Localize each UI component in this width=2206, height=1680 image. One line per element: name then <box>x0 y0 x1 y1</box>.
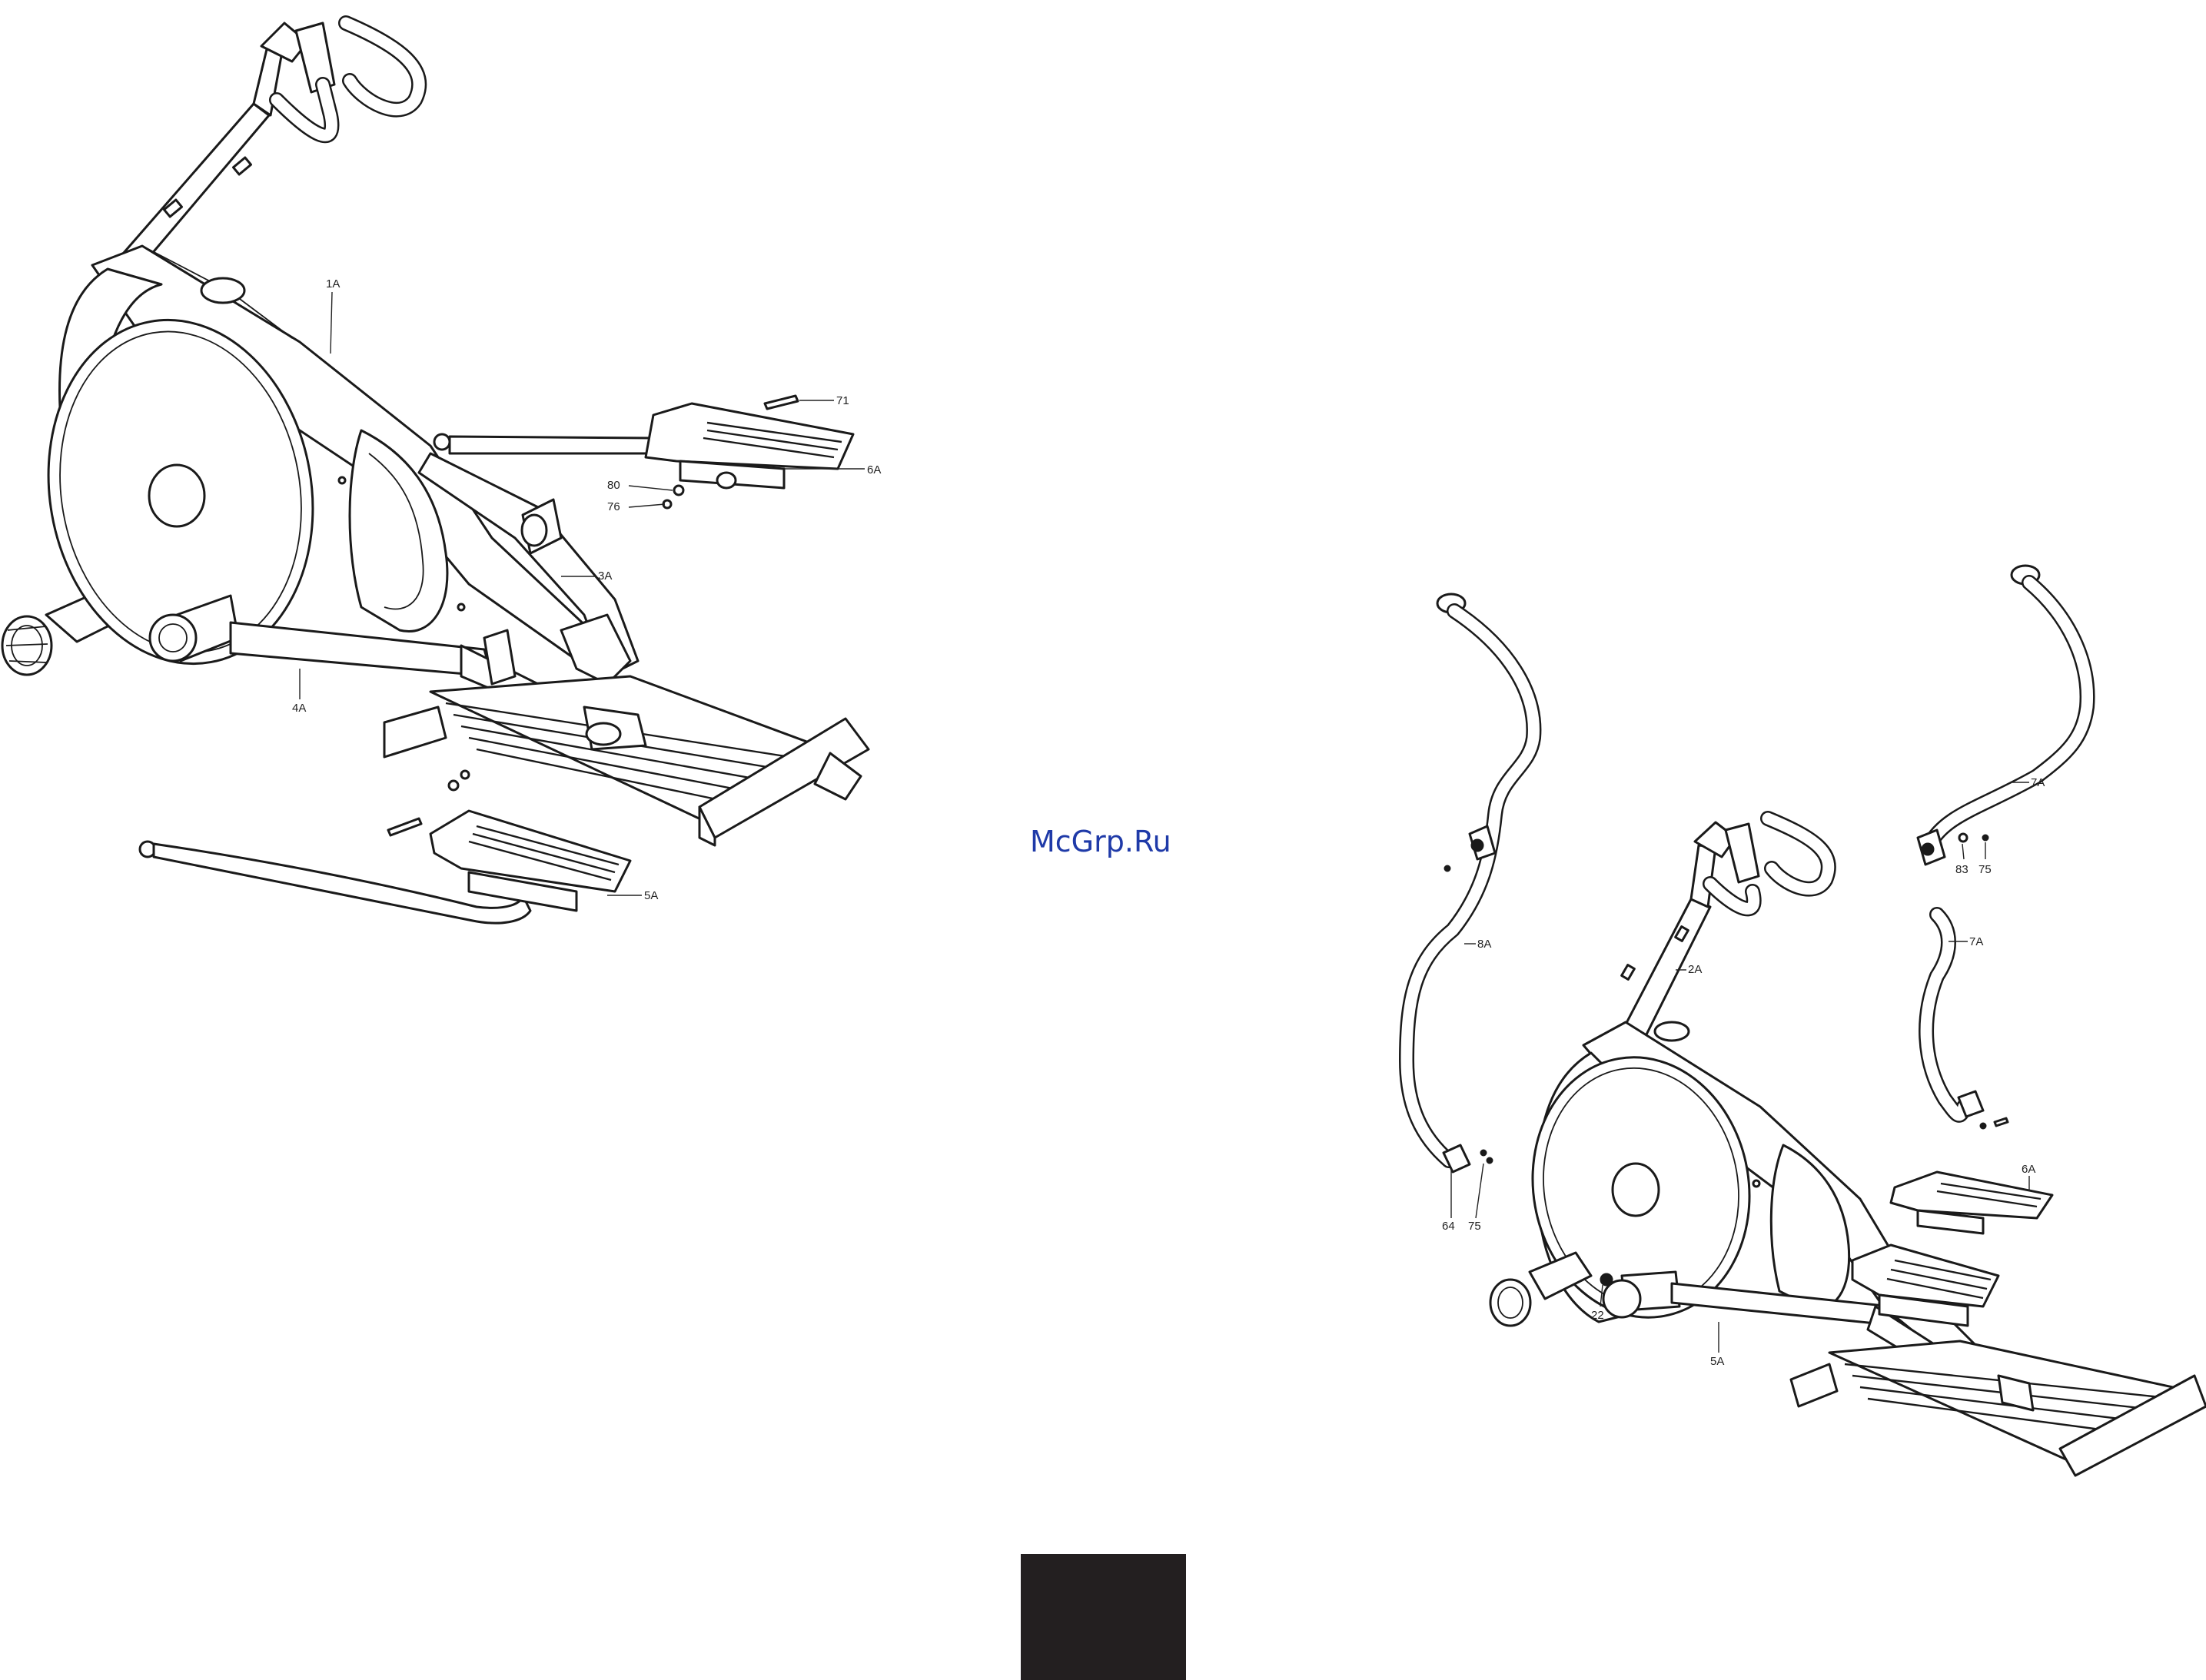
pedal-6a-group <box>434 396 853 488</box>
label-7a-mid: 7A <box>1969 935 1983 948</box>
label-3a: 3A <box>598 569 612 583</box>
label-5a-right: 5A <box>1710 1355 1724 1368</box>
label-76: 76 <box>607 500 620 513</box>
label-75-top: 75 <box>1978 863 1992 876</box>
label-8a: 8A <box>1477 938 1491 951</box>
label-80: 80 <box>607 479 620 492</box>
right-base-rail <box>1791 1341 2206 1476</box>
upright-post <box>123 23 419 265</box>
right-assembly: 8A 2A 7A 7A 83 75 6A 64 75 22 5A <box>1407 566 2206 1476</box>
left-assembly: 1A 71 6A 80 76 3A 4A 5A <box>2 23 881 923</box>
pedal-5a-group <box>140 811 630 923</box>
handlebar-7a <box>1918 566 2088 1117</box>
right-pedal-6a <box>1891 1172 2052 1233</box>
label-83: 83 <box>1955 863 1968 876</box>
handlebar-8a <box>1407 594 1533 1172</box>
label-6a: 6A <box>867 463 881 476</box>
label-4a: 4A <box>292 702 306 715</box>
label-7a-top: 7A <box>2031 776 2045 789</box>
watermark-text: McGrp.Ru <box>1030 825 1171 858</box>
label-22: 22 <box>1591 1309 1604 1322</box>
label-75-bottom: 75 <box>1468 1220 1481 1233</box>
label-5a: 5A <box>644 889 658 902</box>
label-6a-right: 6A <box>2022 1163 2035 1176</box>
label-1a: 1A <box>326 277 340 291</box>
label-64: 64 <box>1442 1220 1455 1233</box>
label-2a: 2A <box>1688 963 1702 976</box>
label-71: 71 <box>836 394 849 407</box>
page-number-block <box>1021 1554 1186 1680</box>
